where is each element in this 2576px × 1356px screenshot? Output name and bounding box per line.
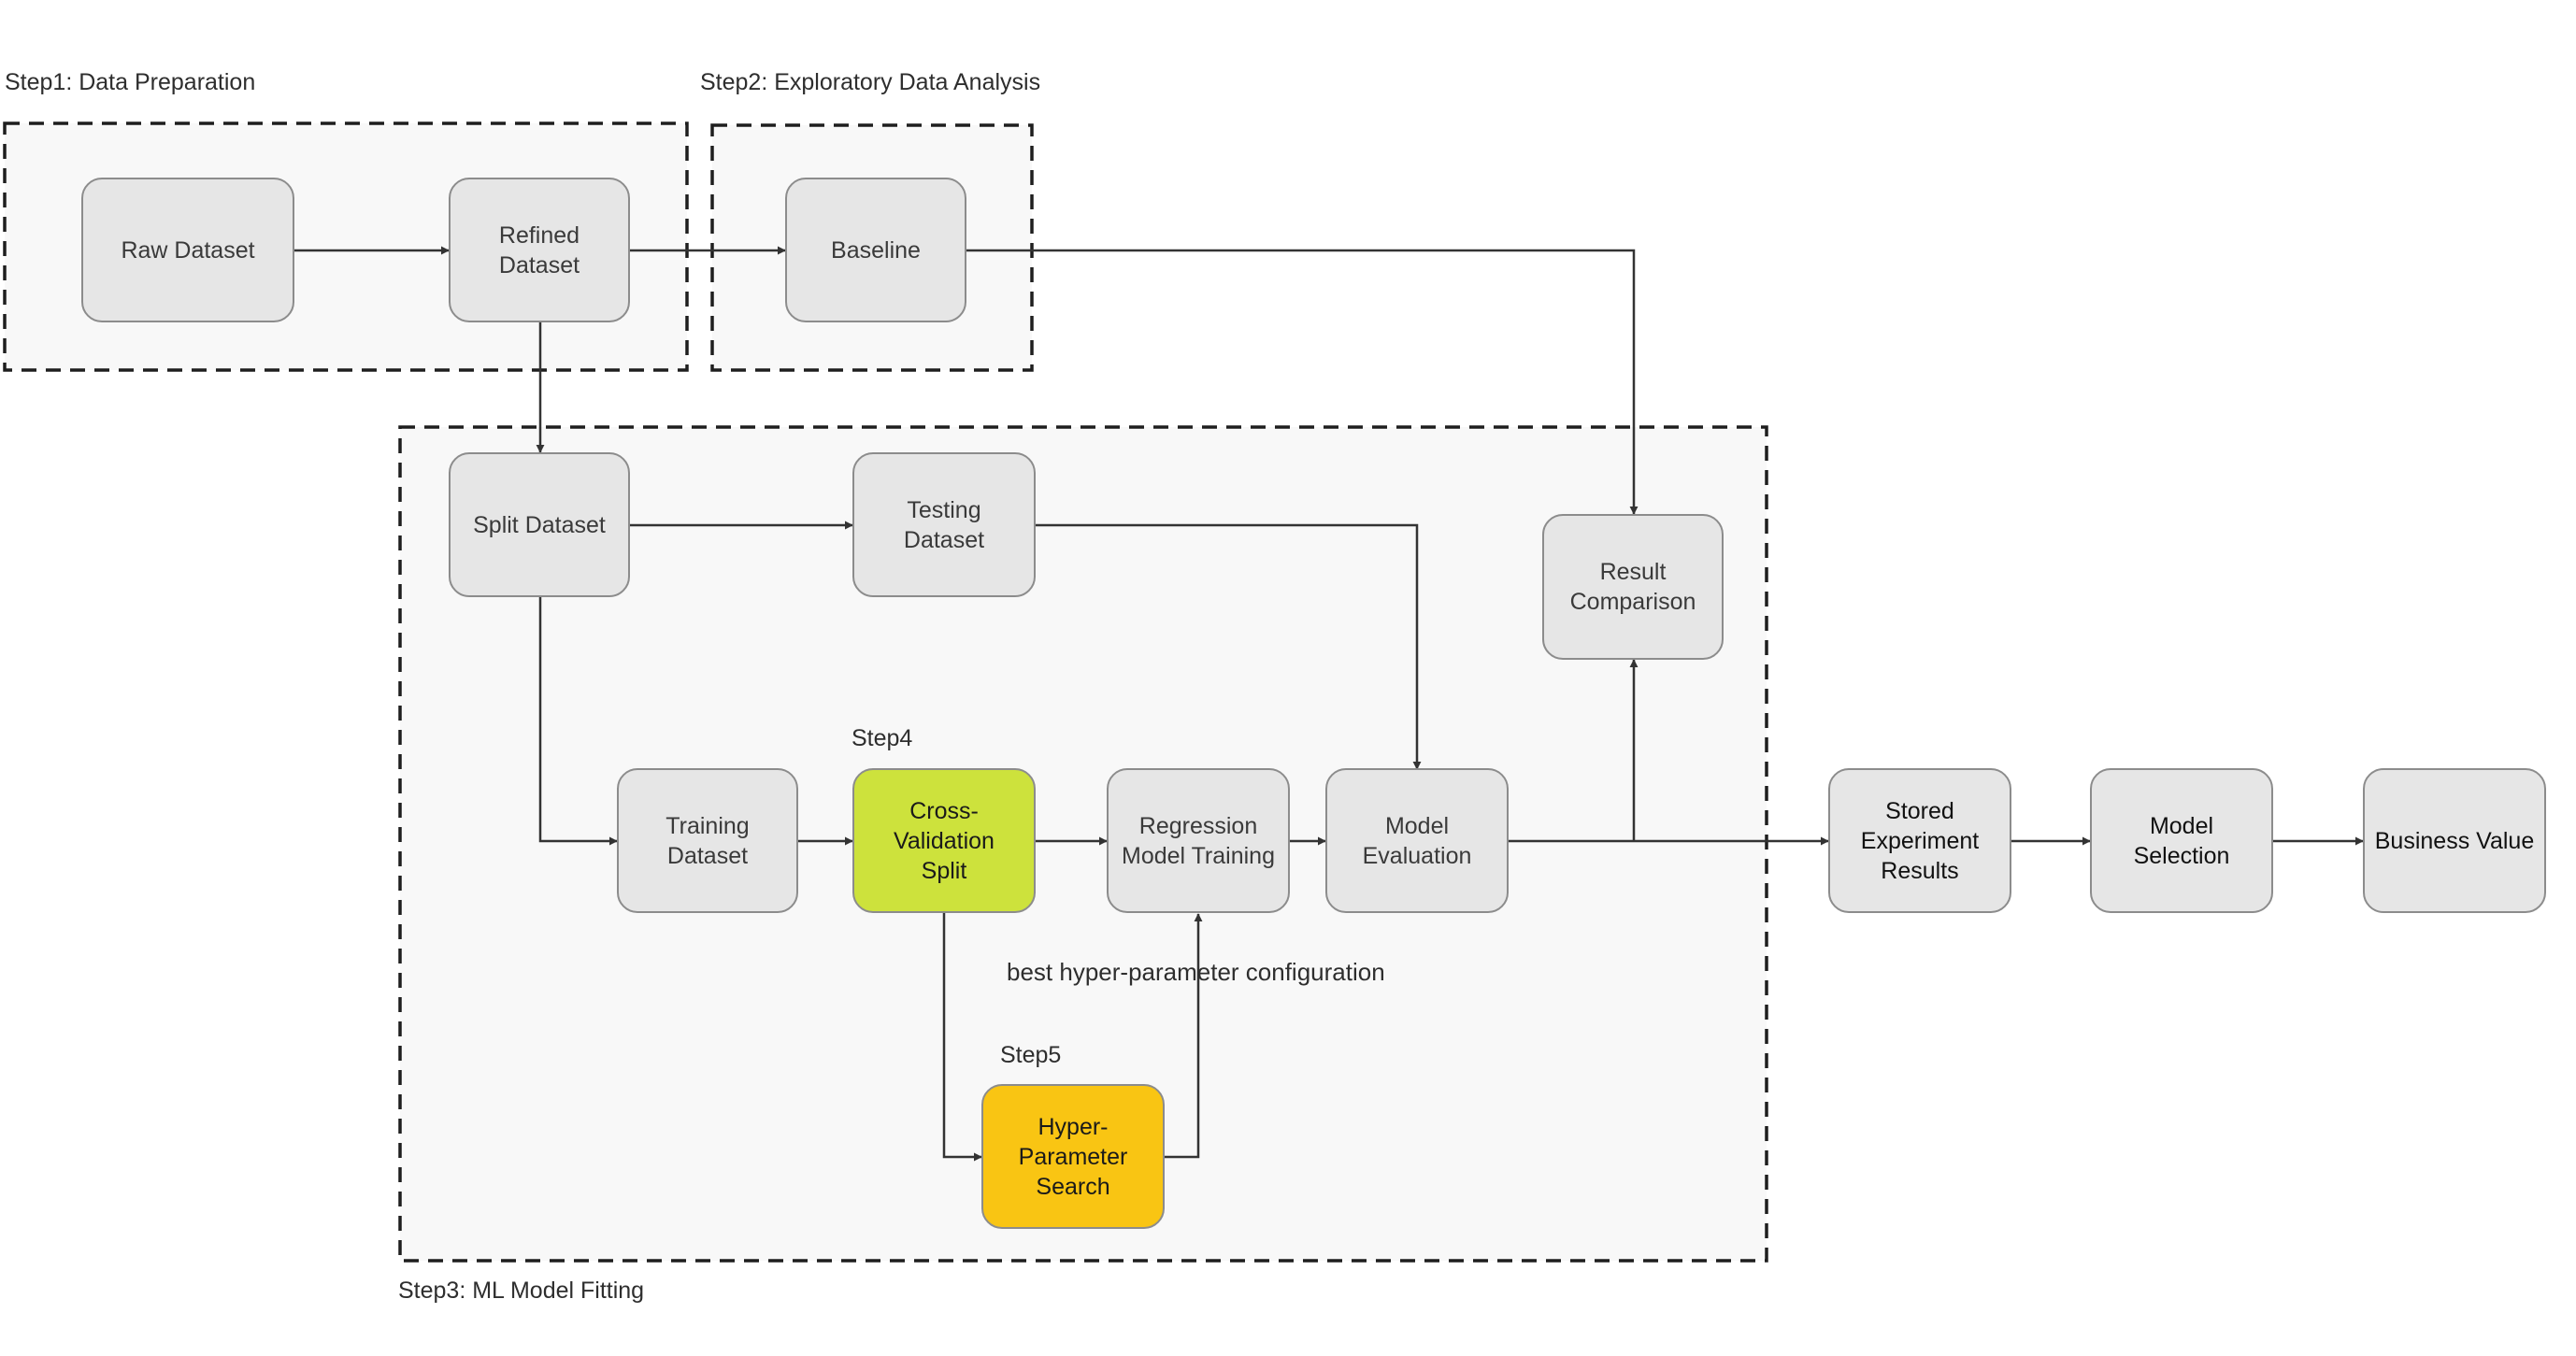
edge-cross-validation-to-hyperparameter-search bbox=[942, 913, 982, 1162]
node-regression-model-training: Regression Model Training bbox=[1107, 768, 1290, 913]
node-cross-validation-split: Cross-Validation Split bbox=[852, 768, 1036, 913]
node-model-selection-label: Model Selection bbox=[2133, 812, 2230, 869]
node-baseline: Baseline bbox=[785, 178, 966, 322]
node-raw-dataset-label: Raw Dataset bbox=[121, 236, 255, 264]
edge-split-to-training bbox=[538, 597, 618, 846]
edge-testing-to-evaluation bbox=[1036, 523, 1422, 770]
step4-label: Step4 bbox=[852, 725, 913, 751]
node-regression-model-training-label: Regression Model Training bbox=[1122, 812, 1275, 869]
node-split-dataset: Split Dataset bbox=[449, 452, 630, 597]
edge-label-best-config: best hyper-parameter configuration bbox=[1007, 958, 1385, 986]
node-hyper-parameter-search-label: Hyper- Parameter Search bbox=[1018, 1113, 1128, 1200]
step5-label: Step5 bbox=[1000, 1042, 1062, 1068]
node-refined-dataset: Refined Dataset bbox=[449, 178, 630, 322]
step2-label: Step2: Exploratory Data Analysis bbox=[700, 69, 1041, 95]
node-baseline-label: Baseline bbox=[831, 236, 921, 264]
node-training-dataset-label: Training Dataset bbox=[665, 812, 750, 869]
node-model-evaluation: Model Evaluation bbox=[1325, 768, 1509, 913]
step3-label: Step3: ML Model Fitting bbox=[398, 1277, 645, 1304]
node-result-comparison: Result Comparison bbox=[1542, 514, 1724, 660]
node-result-comparison-label: Result Comparison bbox=[1569, 559, 1696, 615]
node-testing-dataset: Testing Dataset bbox=[852, 452, 1036, 597]
node-business-value: Business Value bbox=[2363, 768, 2546, 913]
node-model-evaluation-label: Model Evaluation bbox=[1362, 812, 1472, 869]
node-cross-validation-split-label: Cross-Validation Split bbox=[894, 797, 995, 884]
node-model-selection: Model Selection bbox=[2090, 768, 2273, 913]
node-stored-experiment-results-label: Stored Experiment Results bbox=[1860, 797, 1980, 884]
edge-baseline-to-result-comparison bbox=[966, 249, 1639, 515]
node-stored-experiment-results: Stored Experiment Results bbox=[1828, 768, 2011, 913]
node-training-dataset: Training Dataset bbox=[617, 768, 798, 913]
node-testing-dataset-label: Testing Dataset bbox=[903, 496, 985, 553]
node-business-value-label: Business Value bbox=[2374, 827, 2535, 854]
node-hyper-parameter-search: Hyper- Parameter Search bbox=[981, 1084, 1165, 1229]
node-refined-dataset-label: Refined Dataset bbox=[498, 221, 580, 278]
edge-hyperparameter-search-to-regression bbox=[1165, 913, 1203, 1159]
node-split-dataset-label: Split Dataset bbox=[473, 511, 606, 538]
node-raw-dataset: Raw Dataset bbox=[81, 178, 294, 322]
step1-label: Step1: Data Preparation bbox=[5, 69, 256, 95]
